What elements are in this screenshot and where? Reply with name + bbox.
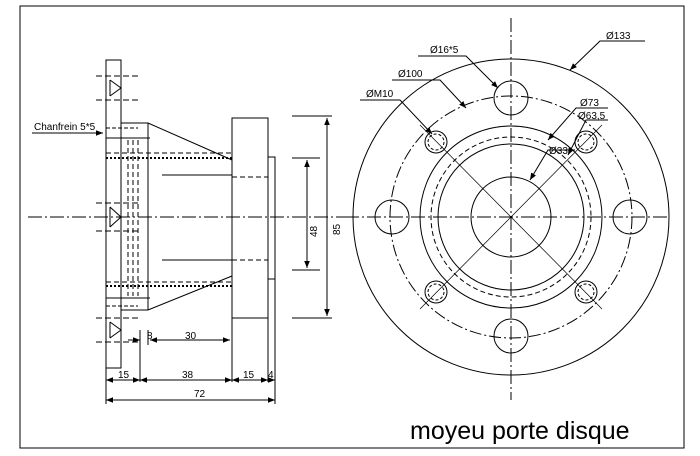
flange-plate bbox=[105, 59, 122, 369]
disc-hole-left bbox=[374, 199, 410, 235]
bolt-hole-top bbox=[96, 75, 140, 101]
front-view bbox=[345, 18, 670, 400]
dim-4-label: 4 bbox=[268, 370, 274, 381]
dim-38-label: 38 bbox=[182, 370, 194, 381]
label-d133: Ø133 bbox=[606, 31, 631, 42]
drawing-frame bbox=[19, 5, 685, 449]
bolt-hole-bottom bbox=[96, 317, 140, 343]
m10-hole-top-left bbox=[424, 130, 448, 154]
hub-flange bbox=[231, 117, 269, 319]
label-m10: ØM10 bbox=[366, 89, 394, 100]
dim-85-label: 85 bbox=[332, 223, 343, 235]
outer-circle-d133 bbox=[352, 58, 670, 376]
bolt-circle-d100 bbox=[389, 95, 633, 339]
bore-d33 bbox=[470, 176, 552, 258]
circle-inner-ring bbox=[437, 143, 585, 291]
circle-d73 bbox=[419, 125, 603, 309]
m10-hole-bottom-right bbox=[574, 280, 598, 304]
chamfer-callout: Chanfrein 5*5 bbox=[32, 122, 103, 136]
dim-30-label: 30 bbox=[185, 331, 197, 342]
circle-d63-5 bbox=[430, 136, 592, 298]
disc-hole-bottom bbox=[493, 318, 529, 354]
dim-15b-label: 15 bbox=[243, 370, 255, 381]
label-d16x5: Ø16*5 bbox=[430, 45, 459, 56]
dim-72-label: 72 bbox=[194, 389, 206, 400]
label-d63-5: Ø63,5 bbox=[578, 111, 606, 122]
front-view-leaders bbox=[360, 40, 645, 181]
label-d100: Ø100 bbox=[398, 69, 423, 80]
drawing-title: moyeu porte disque bbox=[410, 417, 630, 445]
dim-15a-label: 15 bbox=[118, 370, 130, 381]
horizontal-dimensions bbox=[105, 279, 276, 404]
chamfer-label: Chanfrein 5*5 bbox=[34, 122, 96, 133]
label-d33: Ø33 bbox=[549, 146, 568, 157]
m10-hole-bottom-left bbox=[424, 280, 448, 304]
label-d73: Ø73 bbox=[580, 98, 599, 109]
dim-8-label: 8 bbox=[147, 331, 153, 342]
hub-pilot bbox=[267, 156, 276, 280]
dim-48-label: 48 bbox=[309, 225, 320, 237]
disc-hole-right bbox=[612, 199, 648, 235]
disc-hole-top bbox=[493, 80, 529, 116]
vertical-dimensions bbox=[292, 115, 332, 319]
side-view bbox=[28, 59, 350, 369]
